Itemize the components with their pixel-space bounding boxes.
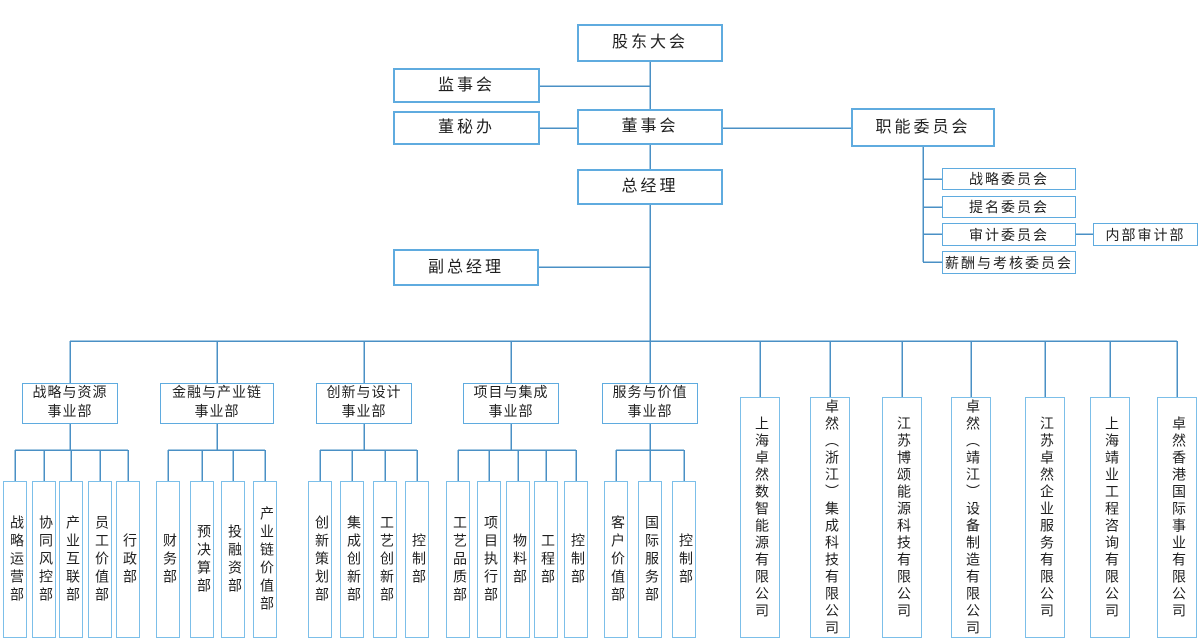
division-label-line2: 事业部 bbox=[194, 404, 240, 420]
org-box-board-of-directors: 董事会 bbox=[577, 109, 723, 145]
division-label-line2: 事业部 bbox=[488, 404, 534, 420]
org-box-deputy-general-manager: 副总经理 bbox=[393, 249, 539, 286]
org-box-division-innovation-design: 创新与设计 事业部 bbox=[316, 383, 412, 424]
org-box-division-strategy-resources: 战略与资源 事业部 bbox=[22, 383, 118, 424]
org-box-division-service-value: 服务与价值 事业部 bbox=[602, 383, 698, 424]
division-label-line1: 创新与设计 bbox=[326, 385, 402, 401]
department-label: 客户价值部 bbox=[609, 514, 624, 605]
org-box-supervisory-board: 监事会 bbox=[393, 68, 540, 103]
department-label: 控制部 bbox=[677, 532, 692, 587]
org-box-department: 项目执行部 bbox=[477, 481, 501, 638]
org-box-shareholders-meeting: 股东大会 bbox=[577, 24, 723, 62]
org-box-department: 控制部 bbox=[405, 481, 429, 638]
org-box-department: 协同风控部 bbox=[32, 481, 56, 638]
department-label: 集成创新部 bbox=[345, 514, 360, 605]
company-label: 卓然（靖江）设备制造有限公司 bbox=[964, 398, 979, 637]
org-box-division-project-integration: 项目与集成 事业部 bbox=[463, 383, 559, 424]
org-box-department: 工艺品质部 bbox=[446, 481, 470, 638]
org-box-internal-audit-dept: 内部审计部 bbox=[1093, 223, 1198, 246]
company-label: 卓然香港国际事业有限公司 bbox=[1170, 415, 1185, 620]
org-box-compensation-committee: 薪酬与考核委员会 bbox=[942, 251, 1076, 274]
department-label: 协同风控部 bbox=[37, 514, 52, 605]
department-label: 行政部 bbox=[121, 532, 136, 587]
department-label: 物料部 bbox=[511, 532, 526, 587]
org-box-functional-committees: 职能委员会 bbox=[851, 108, 995, 147]
department-label: 控制部 bbox=[569, 532, 584, 587]
org-box-nomination-committee: 提名委员会 bbox=[942, 196, 1076, 218]
org-box-department: 集成创新部 bbox=[340, 481, 364, 638]
org-box-department: 行政部 bbox=[116, 481, 140, 638]
company-label: 江苏博颂能源科技有限公司 bbox=[895, 415, 910, 620]
company-label: 上海靖业工程咨询有限公司 bbox=[1103, 415, 1118, 620]
org-box-department: 工程部 bbox=[534, 481, 558, 638]
org-box-department: 客户价值部 bbox=[604, 481, 628, 638]
department-label: 员工价值部 bbox=[93, 514, 108, 605]
division-label-line1: 战略与资源 bbox=[32, 385, 108, 401]
org-box-department: 工艺创新部 bbox=[373, 481, 397, 638]
org-box-department: 国际服务部 bbox=[638, 481, 662, 638]
company-label: 卓然（浙江）集成科技有限公司 bbox=[823, 398, 838, 637]
department-label: 产业链价值部 bbox=[258, 505, 273, 614]
department-label: 预决算部 bbox=[195, 523, 210, 596]
org-box-general-manager: 总经理 bbox=[577, 169, 723, 205]
org-box-department: 产业链价值部 bbox=[253, 481, 277, 638]
department-label: 工艺品质部 bbox=[451, 514, 466, 605]
org-box-department: 控制部 bbox=[564, 481, 588, 638]
org-box-division-finance-industry-chain: 金融与产业链 事业部 bbox=[160, 383, 274, 424]
department-label: 产业互联部 bbox=[64, 514, 79, 605]
org-box-company: 江苏博颂能源科技有限公司 bbox=[882, 397, 922, 638]
department-label: 国际服务部 bbox=[643, 514, 658, 605]
department-label: 创新策划部 bbox=[313, 514, 328, 605]
org-box-board-secretary-office: 董秘办 bbox=[393, 111, 540, 145]
org-box-audit-committee: 审计委员会 bbox=[942, 223, 1076, 246]
department-label: 工程部 bbox=[539, 532, 554, 587]
org-box-department: 财务部 bbox=[156, 481, 180, 638]
department-label: 财务部 bbox=[161, 532, 176, 587]
org-box-company: 上海靖业工程咨询有限公司 bbox=[1090, 397, 1130, 638]
org-box-department: 战略运营部 bbox=[3, 481, 27, 638]
division-label-line2: 事业部 bbox=[47, 404, 93, 420]
org-box-strategy-committee: 战略委员会 bbox=[942, 168, 1076, 190]
org-box-department: 产业互联部 bbox=[59, 481, 83, 638]
org-box-department: 控制部 bbox=[672, 481, 696, 638]
org-box-company: 上海卓然数智能源有限公司 bbox=[740, 397, 780, 638]
org-box-company: 卓然香港国际事业有限公司 bbox=[1157, 397, 1197, 638]
department-label: 控制部 bbox=[410, 532, 425, 587]
division-label-line1: 服务与价值 bbox=[612, 385, 688, 401]
org-box-department: 创新策划部 bbox=[308, 481, 332, 638]
department-label: 项目执行部 bbox=[482, 514, 497, 605]
division-label-line1: 金融与产业链 bbox=[172, 385, 262, 401]
company-label: 上海卓然数智能源有限公司 bbox=[753, 415, 768, 620]
org-box-department: 物料部 bbox=[506, 481, 530, 638]
org-box-company: 卓然（靖江）设备制造有限公司 bbox=[951, 397, 991, 638]
org-box-company: 江苏卓然企业服务有限公司 bbox=[1025, 397, 1065, 638]
division-label-line2: 事业部 bbox=[627, 404, 673, 420]
division-label-line1: 项目与集成 bbox=[473, 385, 549, 401]
org-box-department: 预决算部 bbox=[190, 481, 214, 638]
company-label: 江苏卓然企业服务有限公司 bbox=[1038, 415, 1053, 620]
org-box-company: 卓然（浙江）集成科技有限公司 bbox=[810, 397, 850, 638]
org-box-department: 员工价值部 bbox=[88, 481, 112, 638]
department-label: 投融资部 bbox=[226, 523, 241, 596]
division-label-line2: 事业部 bbox=[341, 404, 387, 420]
org-box-department: 投融资部 bbox=[221, 481, 245, 638]
department-label: 工艺创新部 bbox=[378, 514, 393, 605]
department-label: 战略运营部 bbox=[8, 514, 23, 605]
